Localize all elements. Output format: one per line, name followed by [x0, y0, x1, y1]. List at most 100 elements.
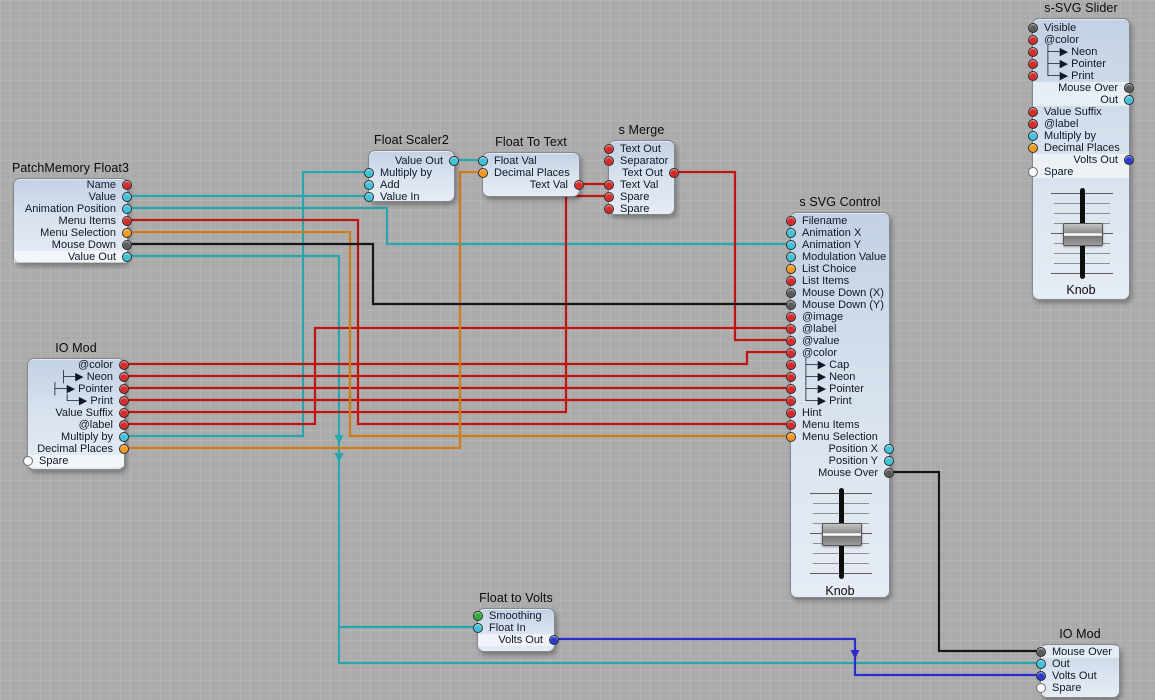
port-spare[interactable]: [1036, 683, 1046, 693]
port-menu-items[interactable]: [786, 420, 796, 430]
wire-orange-15[interactable]: [128, 230, 790, 438]
port-cap[interactable]: [786, 360, 796, 370]
port-value-suffix[interactable]: [119, 408, 129, 418]
port-add[interactable]: [364, 180, 374, 190]
port-text-val[interactable]: [574, 180, 584, 190]
node-title-float-to-text: Float To Text: [495, 135, 567, 149]
port-name[interactable]: [122, 180, 132, 190]
port-row: Separator: [604, 155, 674, 167]
port-value-out[interactable]: [122, 252, 132, 262]
port-color[interactable]: [1028, 35, 1038, 45]
port-list-choice[interactable]: [786, 264, 796, 274]
wire-red-7[interactable]: [125, 350, 790, 366]
port-volts-out[interactable]: [1124, 155, 1134, 165]
port-label[interactable]: [119, 420, 129, 430]
port-pointer[interactable]: [119, 384, 129, 394]
port-mouse-down-x[interactable]: [786, 288, 796, 298]
port-animation-x[interactable]: [786, 228, 796, 238]
port-color[interactable]: [786, 348, 796, 358]
port-mouse-over[interactable]: [1124, 83, 1134, 93]
port-menu-selection[interactable]: [786, 432, 796, 442]
port-decimal-places[interactable]: [478, 168, 488, 178]
wire-red-14[interactable]: [675, 170, 790, 342]
port-animation-y[interactable]: [786, 240, 796, 250]
wire-black-18[interactable]: [890, 470, 1040, 653]
port-menu-items[interactable]: [122, 216, 132, 226]
port-spare[interactable]: [1028, 167, 1038, 177]
port-mouse-down-y[interactable]: [786, 300, 796, 310]
port-volts-out[interactable]: [1036, 671, 1046, 681]
port-position-x[interactable]: [884, 444, 894, 454]
wire-teal-2[interactable]: [125, 170, 368, 438]
port-label[interactable]: [1028, 119, 1038, 129]
port-row: Text Out: [604, 143, 674, 155]
port-decimal-places[interactable]: [119, 444, 129, 454]
port-hint[interactable]: [786, 408, 796, 418]
wire-blue-19[interactable]: [555, 637, 1040, 677]
port-row: Modulation Value: [786, 251, 889, 263]
port-volts-out[interactable]: [549, 635, 559, 645]
wire-black-17[interactable]: [128, 242, 790, 306]
port-out[interactable]: [1036, 659, 1046, 669]
port-filename[interactable]: [786, 216, 796, 226]
port-modulation-value[interactable]: [786, 252, 796, 262]
port-color[interactable]: [119, 360, 129, 370]
port-float-val[interactable]: [478, 156, 488, 166]
port-print[interactable]: [119, 396, 129, 406]
port-pointer[interactable]: [1028, 59, 1038, 69]
port-multiply-by[interactable]: [1028, 131, 1038, 141]
port-label: Mouse Down: [51, 239, 116, 251]
port-image[interactable]: [786, 312, 796, 322]
port-value[interactable]: [786, 336, 796, 346]
port-float-in[interactable]: [473, 623, 483, 633]
port-text-out[interactable]: [669, 168, 679, 178]
port-spare[interactable]: [23, 456, 33, 466]
port-visible[interactable]: [1028, 23, 1038, 33]
slider-handle[interactable]: [822, 523, 862, 546]
port-spare[interactable]: [604, 204, 614, 214]
port-mouse-over[interactable]: [1036, 647, 1046, 657]
port-label[interactable]: [786, 324, 796, 334]
port-neon[interactable]: [119, 372, 129, 382]
port-neon[interactable]: [1028, 47, 1038, 57]
wire-red-6[interactable]: [128, 218, 790, 426]
port-mouse-down[interactable]: [122, 240, 132, 250]
port-menu-selection[interactable]: [122, 228, 132, 238]
wire-red-12[interactable]: [125, 326, 790, 426]
port-decimal-places[interactable]: [1028, 143, 1038, 153]
port-print[interactable]: [786, 396, 796, 406]
port-pointer[interactable]: [786, 384, 796, 394]
port-separator[interactable]: [604, 156, 614, 166]
port-animation-position[interactable]: [122, 204, 132, 214]
port-neon[interactable]: [786, 372, 796, 382]
wire-orange-16[interactable]: [125, 170, 482, 450]
node-s-svg-slider[interactable]: Visible@color├─▶ Neon├─▶ Pointer└─▶ Prin…: [1028, 18, 1134, 300]
port-list-items[interactable]: [786, 276, 796, 286]
wire-teal-1[interactable]: [128, 206, 790, 246]
port-spare[interactable]: [604, 192, 614, 202]
port-out[interactable]: [1124, 95, 1134, 105]
port-print[interactable]: [1028, 71, 1038, 81]
port-position-y[interactable]: [884, 456, 894, 466]
port-value-suffix[interactable]: [1028, 107, 1038, 117]
port-label: Separator: [620, 155, 669, 167]
slider-handle[interactable]: [1063, 223, 1103, 246]
port-value[interactable]: [122, 192, 132, 202]
port-smoothing[interactable]: [473, 611, 483, 621]
port-text-val[interactable]: [604, 180, 614, 190]
port-text-out[interactable]: [604, 144, 614, 154]
port-multiply-by[interactable]: [119, 432, 129, 442]
port-value-out[interactable]: [449, 156, 459, 166]
port-value-in[interactable]: [364, 192, 374, 202]
port-multiply-by[interactable]: [364, 168, 374, 178]
port-mouse-over[interactable]: [884, 468, 894, 478]
